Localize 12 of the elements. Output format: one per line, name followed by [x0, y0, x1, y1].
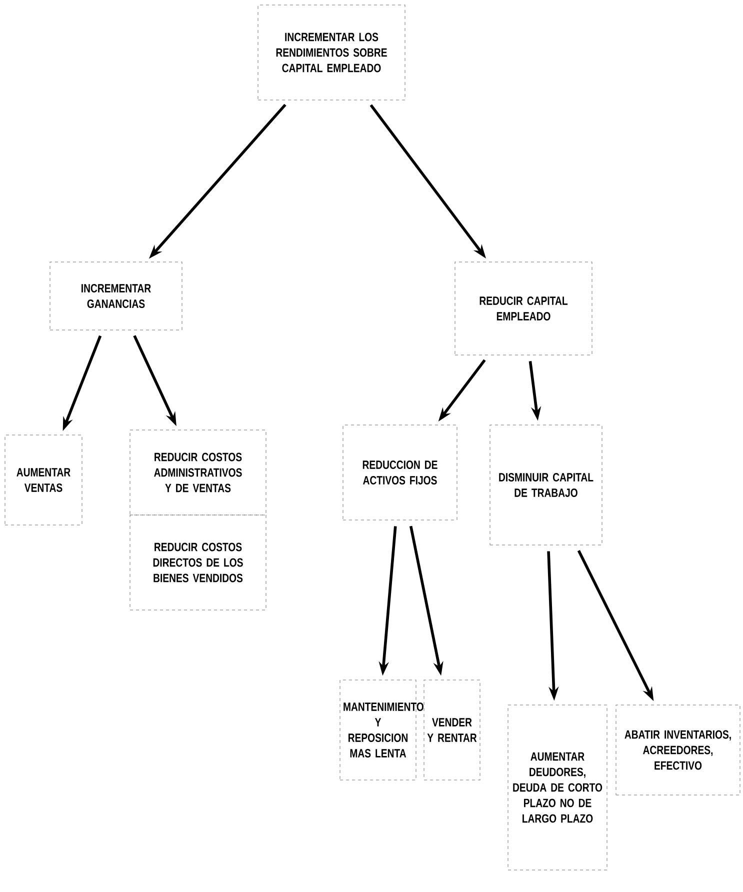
goal-box: REDUCIR CAPITAL EMPLEADO — [454, 262, 592, 356]
goal-box: REDUCIR COSTOS DIRECTOS DE LOS BIENES VENDIDOS — [130, 514, 266, 610]
goal-box: AUMENTAR DEUDORES, DEUDA DE CORTO PLAZO NO DE LARGO PLAZO — [508, 704, 608, 870]
goal-box: DISMINUIR CAPITAL DE TRABAJO — [490, 424, 602, 546]
goal-box: AUMENTAR VENTAS — [4, 434, 82, 526]
goal-box: INCREMENTAR LOS RENDIMIENTOS SOBRE CAPITAL EMPLEADO — [258, 4, 406, 100]
goal-box: MANTENIMIENTO Y REPOSICION MAS LENTA — [340, 680, 424, 780]
goal-box: REDUCCION DE ACTIVOS FIJOS — [342, 424, 458, 520]
goal-box: INCREMENTAR GANANCIAS — [50, 262, 182, 330]
goal-box: VENDER Y RENTAR — [424, 680, 480, 780]
goal-box: REDUCIR COSTOS ADMINISTRATIVOS Y DE VENTAS — [130, 430, 266, 516]
goal-box: ABATIR INVENTARIOS, ACREEDORES, EFECTIVO — [616, 704, 740, 796]
